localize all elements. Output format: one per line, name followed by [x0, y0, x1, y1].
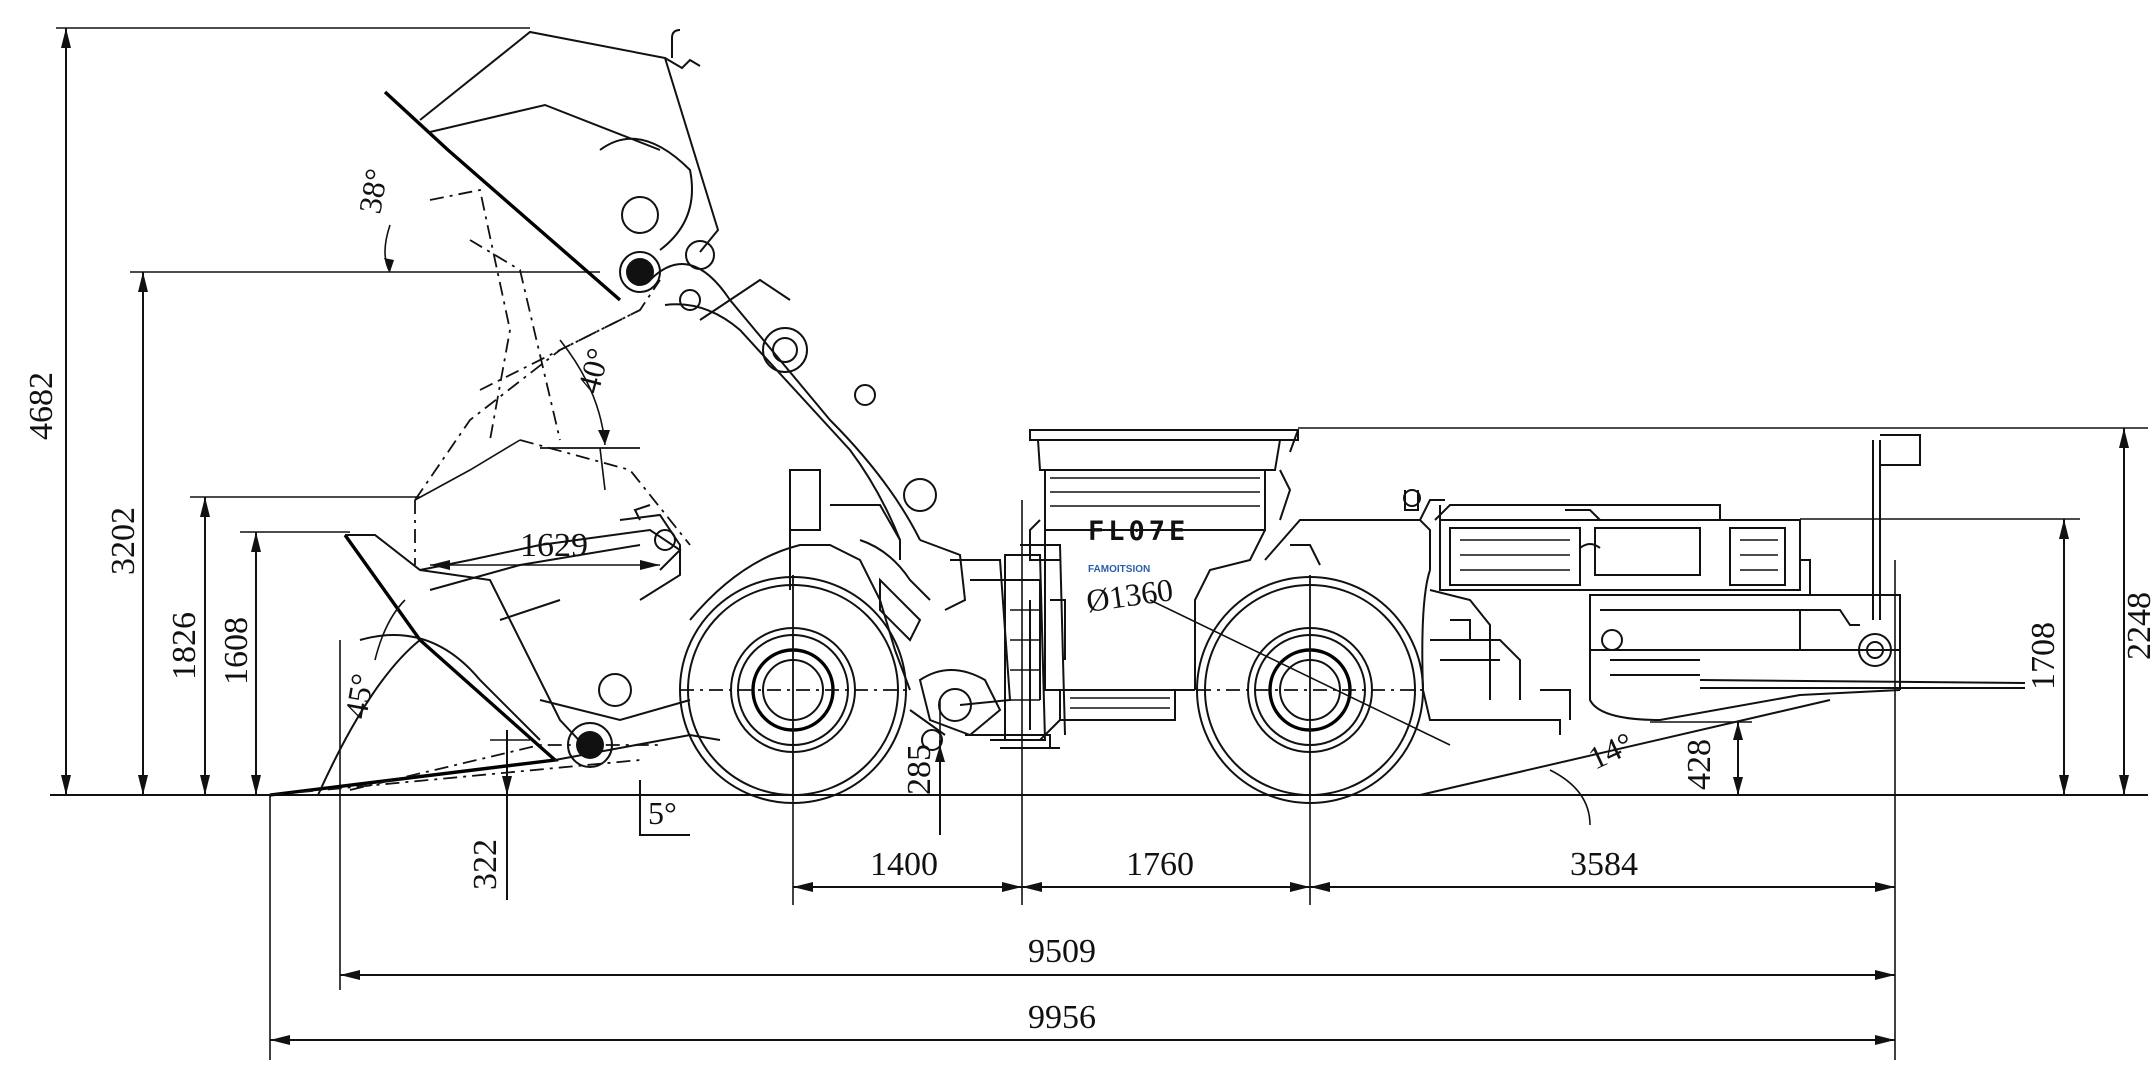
dim-overall-height: 4682: [23, 28, 71, 795]
dim-ground-clearance-label: 285: [901, 744, 938, 795]
brand-label: FAMOITSION: [1088, 564, 1150, 575]
model-label: FL07E: [1088, 516, 1189, 547]
dim-dig-depth: 322: [467, 730, 530, 900]
angle-departure-label: 14°: [1583, 725, 1639, 777]
dim-dig-depth-label: 322: [467, 839, 504, 890]
lowered-bucket: [269, 534, 721, 797]
dim-height-1826: 1826: [166, 497, 210, 795]
dim-dump-height-label: 3202: [105, 507, 142, 575]
tire-diameter-callout: Ø1360: [1084, 571, 1451, 746]
dim-dump-height: 3202: [105, 272, 148, 795]
dim-ground-clearance: 285: [901, 740, 945, 835]
dim-front-overhang: 1400: [793, 846, 1022, 892]
dim-canopy-height-label: 2248: [2121, 592, 2154, 660]
dim-length-without-bucket-label: 9509: [1028, 933, 1096, 970]
dim-wheelbase-half-label: 1760: [1126, 846, 1194, 883]
angle-bucket-ground-label: 5°: [648, 795, 677, 831]
angle-boom-label: 40°: [570, 344, 616, 397]
dim-front-overhang-label: 1400: [870, 846, 938, 883]
dim-rear-clearance-label: 428: [1681, 739, 1718, 790]
dim-engine-hood-height: 1708: [2025, 519, 2069, 795]
rear-counterweight: [1589, 594, 2026, 722]
angle-bucket-ground: 5°: [639, 780, 690, 836]
angle-rollback: 45°: [337, 599, 406, 721]
dim-dump-reach: 1629: [430, 527, 660, 570]
dim-canopy-height: 2248: [2119, 428, 2154, 795]
engine-compartment: [1439, 509, 1811, 595]
angle-dump: 38°: [351, 166, 395, 273]
dim-length-without-bucket: 9509: [340, 933, 1895, 980]
dim-height-1608: 1608: [218, 532, 261, 795]
rear-lower-frame: [1430, 619, 1571, 720]
dim-rear-clearance: 428: [1681, 722, 1743, 795]
ghost-bucket-positions: [414, 188, 691, 565]
dim-wheelbase-half: 1760: [1022, 846, 1310, 892]
dim-overall-height-label: 4682: [23, 372, 60, 440]
raised-boom-arm: [649, 263, 937, 541]
dim-rear-overhang-label: 3584: [1570, 846, 1638, 883]
dim-rear-overhang: 3584: [1310, 846, 1895, 892]
dim-height-1826-label: 1826: [166, 612, 203, 680]
dim-engine-hood-height-label: 1708: [2025, 622, 2062, 690]
dim-dump-reach-label: 1629: [520, 527, 588, 564]
raised-bucket: [383, 29, 720, 302]
tire-diameter-label: Ø1360: [1084, 571, 1175, 619]
dim-overall-length: 9956: [270, 999, 1895, 1045]
rear-wheel: [1196, 575, 1424, 804]
front-wheel: [679, 575, 907, 804]
angle-departure: 14°: [1419, 699, 1831, 826]
angle-rollback-label: 45°: [337, 671, 380, 721]
dim-overall-length-label: 9956: [1028, 999, 1096, 1036]
articulation-hitch: [1004, 554, 1066, 741]
angle-dump-label: 38°: [351, 166, 394, 216]
canopy-flag: [1872, 434, 1921, 620]
dim-height-1608-label: 1608: [218, 617, 255, 685]
rear-frame: [1264, 489, 1721, 735]
center-body: FL07E FAMOITSION: [1029, 429, 1299, 721]
front-chassis: [689, 469, 1066, 751]
